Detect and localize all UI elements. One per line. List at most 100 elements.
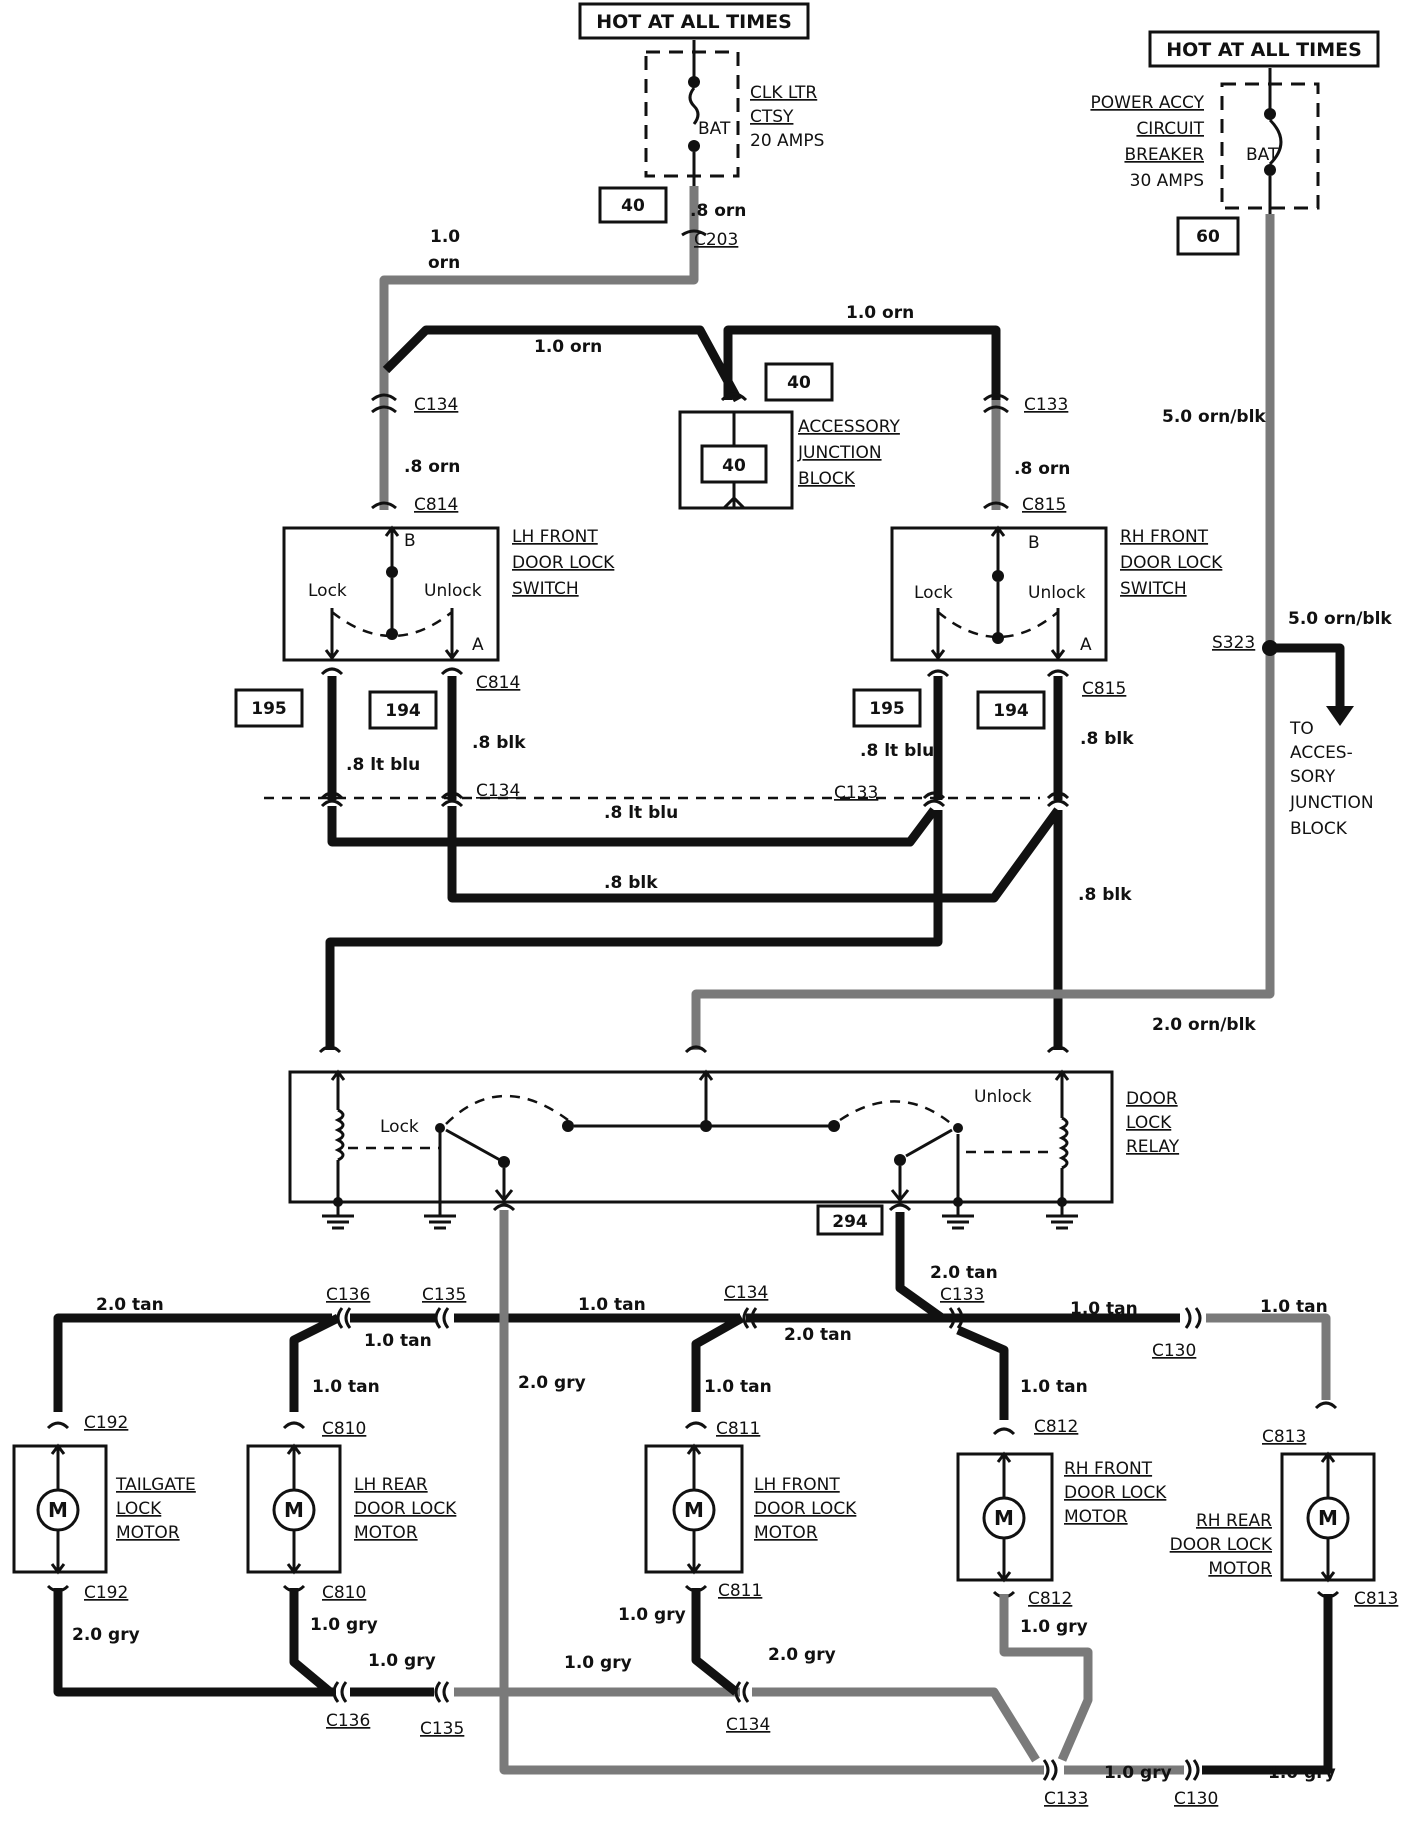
motor-symbol: M xyxy=(284,1498,304,1522)
connector-c815-bot: C815 xyxy=(1082,679,1126,699)
wire-label-blk-c: .8 blk xyxy=(604,873,658,893)
acc-block-line-2: JUNCTION xyxy=(797,443,882,463)
rh-front-line-3: MOTOR xyxy=(1064,1507,1128,1527)
fuse-terminal-bottom xyxy=(688,140,700,152)
wire-gry-tailgate xyxy=(53,1588,336,1697)
wire-label-ornblk-50-a: 5.0 orn/blk xyxy=(1162,407,1266,427)
circuit-60-label: 60 xyxy=(1196,227,1220,247)
connector-symbol xyxy=(332,1681,348,1703)
connector-c130-bot: C130 xyxy=(1174,1789,1218,1809)
wire-tan-to-rh-front xyxy=(956,1325,1009,1420)
wire-label-blk-a: .8 blk xyxy=(472,733,526,753)
ground-icon xyxy=(322,1208,354,1230)
wire-ornblk-feed xyxy=(691,214,1275,1050)
wire-label-orn-08-b: .8 orn xyxy=(404,457,460,477)
tailgate-line-3: MOTOR xyxy=(116,1523,180,1543)
relay-coil-left-icon xyxy=(334,1108,345,1162)
rh-switch-line-3: SWITCH xyxy=(1120,579,1187,599)
lh-front-line-3: MOTOR xyxy=(754,1523,818,1543)
breaker-line-4: 30 AMPS xyxy=(1130,171,1204,191)
wire-tan-from-relay xyxy=(895,1212,1180,1323)
wire-label-gry-10-b: 1.0 gry xyxy=(618,1605,686,1625)
rh-switch-line-2: DOOR LOCK xyxy=(1120,553,1223,573)
connector-c811-top: C811 xyxy=(716,1419,760,1439)
motor-symbol: M xyxy=(994,1506,1014,1530)
wire-label-gry-10-g: 1.0 gry xyxy=(1268,1763,1336,1783)
circuit-194-lh-label: 194 xyxy=(385,701,421,721)
motor-icon xyxy=(1306,1496,1350,1540)
rh-switch-term-a: A xyxy=(1080,635,1092,655)
to-acc-line-1: TO xyxy=(1289,719,1314,739)
breaker-terminal-top xyxy=(1264,108,1276,120)
connector-c810-top: C810 xyxy=(322,1419,366,1439)
acc-block-line-1: ACCESSORY xyxy=(798,417,900,437)
relay-coil-right-icon xyxy=(1058,1116,1069,1170)
wire-label-ltblu-c: .8 lt blu xyxy=(604,803,678,823)
wire-gry-rh-rear xyxy=(1202,1594,1333,1775)
hot-at-all-times-label-right xyxy=(1148,30,1380,68)
hot-at-all-times-right: HOT AT ALL TIMES xyxy=(1166,39,1362,61)
fuse-block xyxy=(644,50,740,178)
circuit-194-lh xyxy=(368,690,438,730)
connector-c812-bot: C812 xyxy=(1028,1589,1072,1609)
wire-gry-lh-front xyxy=(691,1588,739,1696)
circuit-195-rh-label: 195 xyxy=(869,699,905,719)
lh-rear-line-1: LH REAR xyxy=(354,1475,428,1495)
wire-label-tan-10-f: 1.0 tan xyxy=(704,1377,772,1397)
connector-symbol xyxy=(1184,1307,1202,1329)
wire-gry-lh-rear xyxy=(289,1588,333,1696)
wire-label-tan-10-b: 1.0 tan xyxy=(578,1295,646,1315)
rh-rear-line-2: DOOR LOCK xyxy=(1170,1535,1273,1555)
lh-switch-term-a: A xyxy=(472,635,484,655)
acc-block-line-3: BLOCK xyxy=(798,469,856,489)
lh-switch-unlock: Unlock xyxy=(424,581,482,601)
relay-line-1: DOOR xyxy=(1126,1089,1178,1109)
motor-icon xyxy=(672,1488,716,1532)
connector-c134-bus: C134 xyxy=(724,1283,768,1303)
connector-c812-top: C812 xyxy=(1034,1417,1078,1437)
to-acc-line-3: SORY xyxy=(1290,767,1336,787)
wire-label-orn-10-a-2: orn xyxy=(428,253,460,273)
connector-symbol xyxy=(434,1681,450,1703)
wire-label-gry-10-e: 1.0 gry xyxy=(564,1653,632,1673)
wire-label-blk-b: .8 blk xyxy=(1080,729,1134,749)
wire-tan-to-lh-rear xyxy=(289,1313,341,1412)
lh-switch-line-1: LH FRONT xyxy=(512,527,598,547)
lh-rear-line-2: DOOR LOCK xyxy=(354,1499,457,1519)
connector-c813-top: C813 xyxy=(1262,1427,1306,1447)
rh-rear-line-3: MOTOR xyxy=(1208,1559,1272,1579)
fuse-bat-label: BAT xyxy=(698,119,731,139)
connector-c134-mid: C134 xyxy=(476,781,520,801)
connector-c134-top-symbol xyxy=(371,393,397,414)
wire-label-orn-08-a: .8 orn xyxy=(690,201,746,221)
rh-front-line-2: DOOR LOCK xyxy=(1064,1483,1167,1503)
wire-ltblu-to-relay xyxy=(325,810,943,1050)
circuit-40-top-label: 40 xyxy=(621,196,645,216)
relay-line-3: RELAY xyxy=(1126,1137,1180,1157)
connector-c814-top: C814 xyxy=(414,495,458,515)
ground-icon xyxy=(942,1208,974,1230)
relay-unlock-label: Unlock xyxy=(974,1087,1032,1107)
wire-label-tan-10-c: 1.0 tan xyxy=(1070,1299,1138,1319)
arrow-down-icon xyxy=(1326,706,1354,726)
wire-ltblu-cross xyxy=(327,806,938,847)
rh-rear-line-1: RH REAR xyxy=(1196,1511,1272,1531)
connector-c135-top: C135 xyxy=(422,1285,466,1305)
wire-tan-to-rh-rear xyxy=(1206,1313,1331,1400)
lh-front-line-2: DOOR LOCK xyxy=(754,1499,857,1519)
circuit-194-rh xyxy=(976,690,1046,730)
rh-switch-lock: Lock xyxy=(914,583,953,603)
wire-orn-to-acc-block xyxy=(382,325,742,403)
breaker-line-2: CIRCUIT xyxy=(1136,119,1204,139)
wire-label-tan-20-a: 2.0 tan xyxy=(96,1295,164,1315)
ground-icon xyxy=(1046,1208,1078,1230)
connector-c130-top: C130 xyxy=(1152,1341,1196,1361)
fuse-line-3: 20 AMPS xyxy=(750,131,824,151)
relay-line-2: LOCK xyxy=(1126,1113,1172,1133)
breaker-bat-label: BAT xyxy=(1246,145,1279,165)
connector-symbol xyxy=(1184,1759,1200,1781)
motor-icon xyxy=(272,1488,316,1532)
connector-c810-bot: C810 xyxy=(322,1583,366,1603)
lh-switch-line-3: SWITCH xyxy=(512,579,579,599)
